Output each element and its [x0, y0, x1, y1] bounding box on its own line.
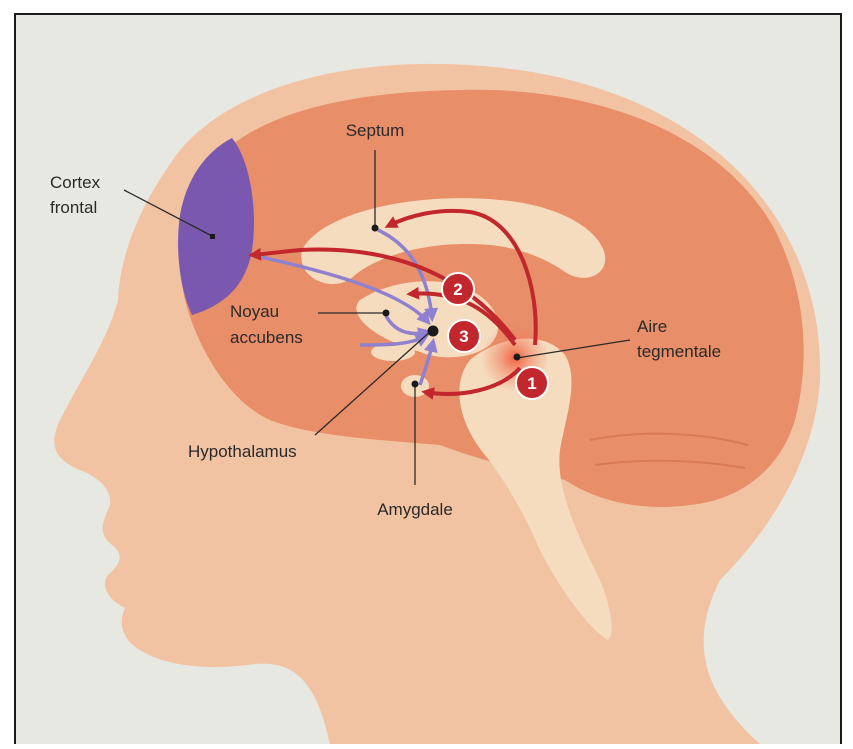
- aire-dot: [514, 354, 521, 361]
- label-noyau-line1: Noyau: [230, 302, 279, 321]
- amygdale-dot: [412, 381, 419, 388]
- label-hypothalamus: Hypothalamus: [188, 442, 297, 461]
- badge-2-number: 2: [453, 280, 462, 299]
- label-amygdale: Amygdale: [377, 500, 453, 519]
- hypothalamus-dot: [428, 326, 439, 337]
- label-cortex-line1: Cortex: [50, 173, 101, 192]
- noyau-dot: [383, 310, 390, 317]
- septum-dot: [372, 225, 379, 232]
- cerebellum: [568, 400, 754, 504]
- badge-3: 3: [448, 320, 480, 352]
- badge-2: 2: [442, 273, 474, 305]
- badge-1: 1: [516, 367, 548, 399]
- label-noyau-line2: accubens: [230, 328, 303, 347]
- badge-3-number: 3: [459, 327, 468, 346]
- label-septum: Septum: [346, 121, 405, 140]
- label-aire-line2: tegmentale: [637, 342, 721, 361]
- label-cortex-line2: frontal: [50, 198, 97, 217]
- cortex-dot: [210, 234, 215, 239]
- label-aire-line1: Aire: [637, 317, 667, 336]
- badge-1-number: 1: [527, 374, 536, 393]
